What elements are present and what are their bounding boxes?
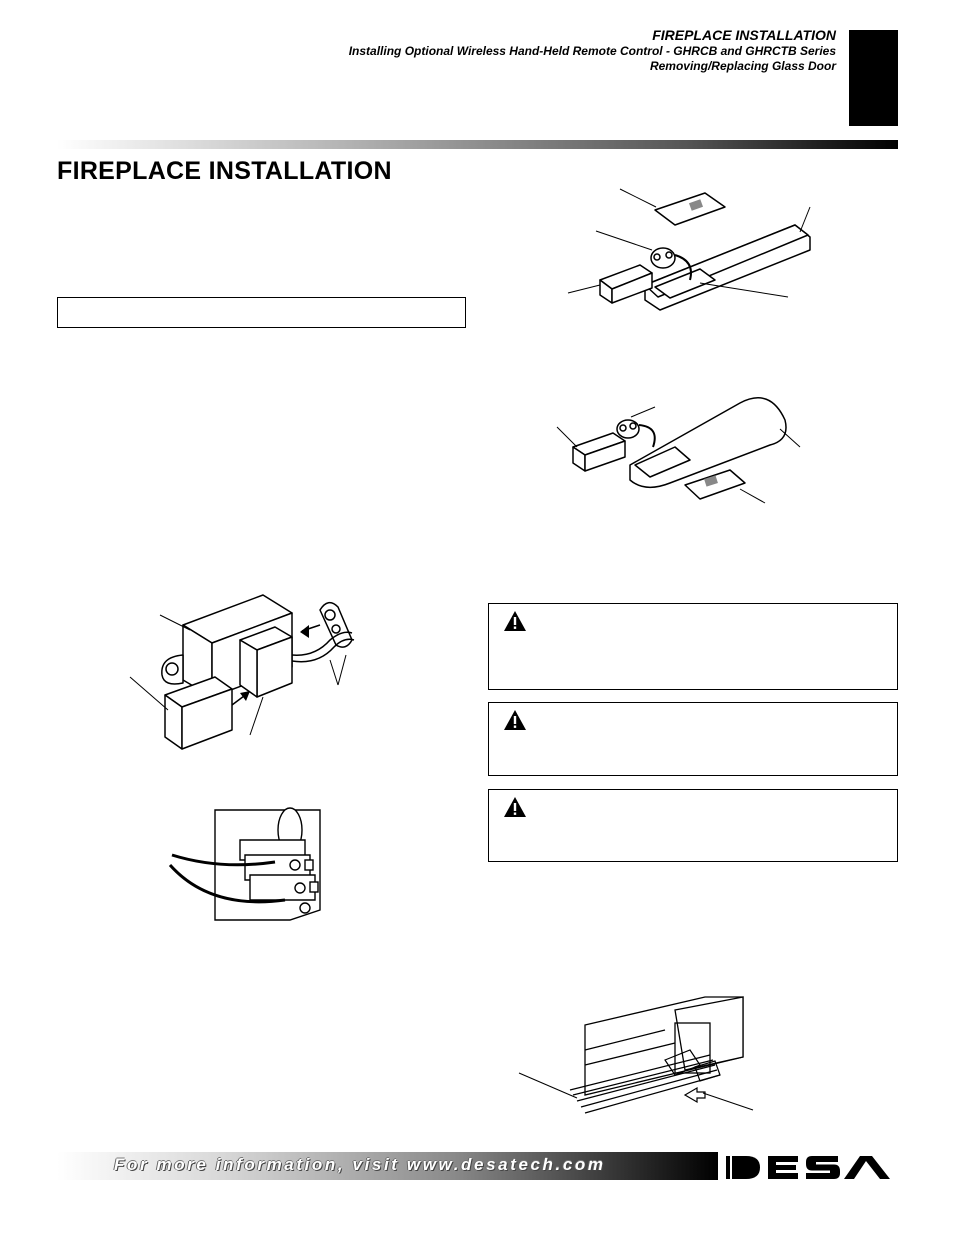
warning-box [488, 702, 898, 776]
warning-triangle-icon [504, 797, 526, 817]
desa-logo [720, 1152, 898, 1183]
note-box [57, 297, 466, 328]
valve-wiring-figure [168, 807, 321, 921]
remote-ghrctb-figure [556, 397, 801, 504]
section-header-subtitle: Installing Optional Wireless Hand-Held R… [348, 44, 836, 58]
section-header-title: FIREPLACE INSTALLATION [652, 27, 836, 43]
page-title: FIREPLACE INSTALLATION [57, 157, 392, 185]
warning-triangle-icon [504, 710, 526, 730]
footer-info-text: For more information, visit www.desatech… [114, 1155, 606, 1174]
warning-box [488, 789, 898, 862]
header-rule [57, 140, 898, 149]
glass-door-figure [518, 996, 754, 1114]
section-header-subtitle-2: Removing/Replacing Glass Door [649, 59, 836, 73]
section-tab-marker [849, 30, 898, 126]
warning-box [488, 603, 898, 690]
receiver-battery-figure [129, 594, 355, 750]
warning-triangle-icon [504, 611, 526, 631]
footer-gradient-bar [57, 1152, 718, 1180]
remote-ghrcb-figure [567, 188, 811, 311]
